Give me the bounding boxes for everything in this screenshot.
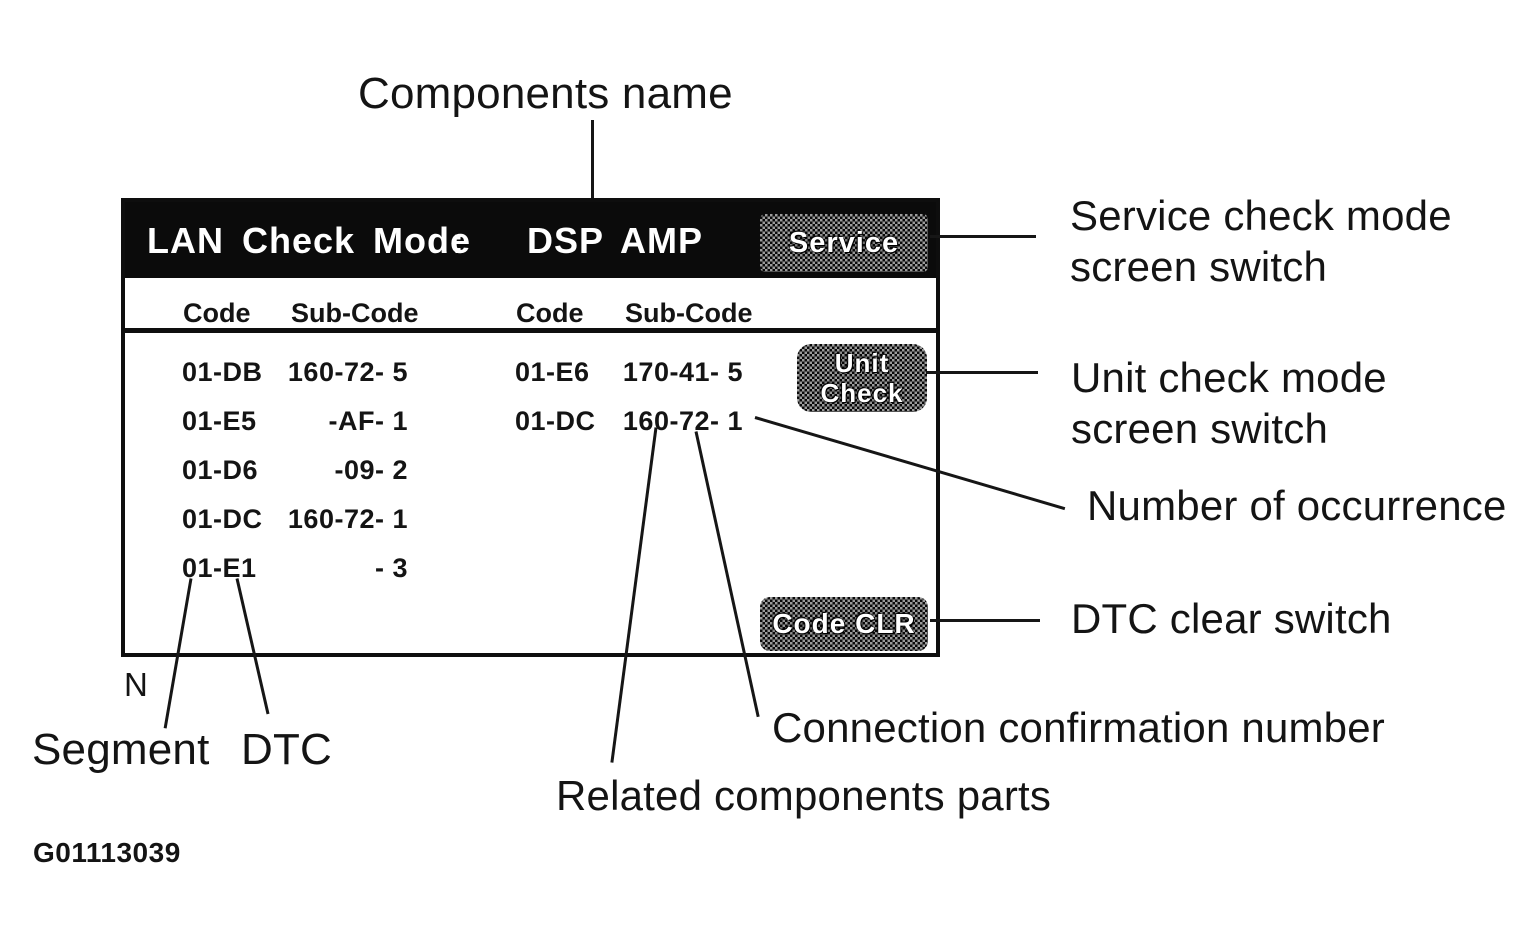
unit-check-mode-label: Unit check mode screen switch xyxy=(1071,354,1387,452)
screen-title: LAN Check Mode xyxy=(147,220,472,261)
screen-header: LAN Check Mode : DSP AMP Service xyxy=(125,202,936,278)
related-components-label: Related components parts xyxy=(556,772,1052,819)
screen-component-name: DSP AMP xyxy=(527,220,704,261)
components-name-label: Components name xyxy=(358,69,733,118)
column-header-subcode-right: Sub-Code xyxy=(625,298,753,328)
screen-title-colon: : xyxy=(452,220,465,261)
service-check-mode-label: Service check mode screen switch xyxy=(1070,192,1452,290)
leader-line-service-switch xyxy=(930,235,1036,238)
connection-confirmation-label: Connection confirmation number xyxy=(772,704,1385,751)
dtc-sub-code: 160-72- 1 xyxy=(287,504,408,534)
dtc-sub-code: 170-41- 5 xyxy=(622,357,743,387)
segment-label: Segment xyxy=(32,725,210,774)
lan-check-mode-screen: LAN Check Mode : DSP AMP Service Code Su… xyxy=(121,198,940,657)
dtc-code: 01-DC xyxy=(515,406,596,436)
dtc-code: 01-DC xyxy=(182,504,263,534)
column-header-code-left: Code xyxy=(183,298,251,328)
leader-line-components-name xyxy=(591,120,594,199)
code-clr-button[interactable]: Code CLR xyxy=(760,597,928,651)
dtc-code: 01-E6 xyxy=(515,357,590,387)
dtc-code: 01-E1 xyxy=(182,553,257,583)
column-header-code-right: Code xyxy=(516,298,584,328)
dtc-sub-code: 160-72- 1 xyxy=(622,406,743,436)
unit-check-button[interactable]: Unit Check xyxy=(797,344,927,412)
dtc-code: 01-E5 xyxy=(182,406,257,436)
n-marker: N xyxy=(124,666,148,703)
dtc-clear-switch-label: DTC clear switch xyxy=(1071,595,1392,642)
dtc-code: 01-D6 xyxy=(182,455,259,485)
dtc-sub-code: -AF- 1 xyxy=(328,406,408,436)
number-of-occurrence-label: Number of occurrence xyxy=(1087,482,1507,529)
service-button[interactable]: Service xyxy=(760,214,928,272)
dtc-sub-code: 160-72- 5 xyxy=(287,357,408,387)
dtc-sub-code: -09- 2 xyxy=(334,455,408,485)
leader-line-unit-check-switch xyxy=(926,371,1038,374)
dtc-code: 01-DB xyxy=(182,357,263,387)
column-header-subcode-left: Sub-Code xyxy=(291,298,419,328)
leader-line-dtc-clear-switch xyxy=(930,619,1040,622)
figure-id: G01113039 xyxy=(33,837,181,868)
table-header-rule xyxy=(125,328,936,333)
dtc-label: DTC xyxy=(241,725,333,774)
dtc-sub-code: - 3 xyxy=(374,553,408,583)
